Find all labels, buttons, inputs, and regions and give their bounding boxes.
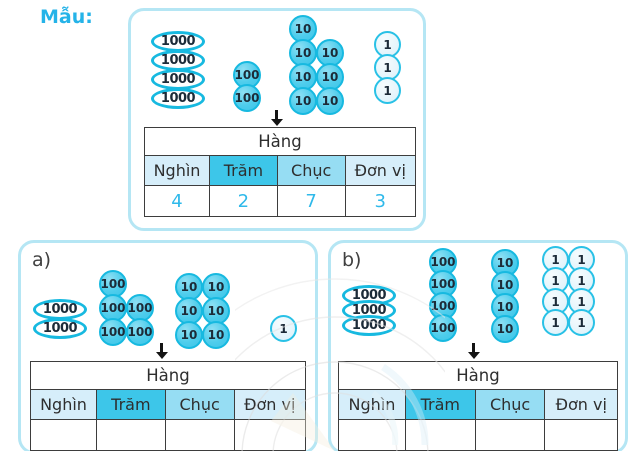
answer-cell-b-chuc[interactable] [474, 419, 546, 451]
col-header-tram: Trăm [209, 155, 278, 186]
col-header-nghin: Nghìn [143, 155, 211, 186]
answer-cell-a-don-vi[interactable] [233, 419, 306, 451]
token-10: 10 [202, 321, 230, 349]
place-value-table-example: Hàng Nghìn Trăm Chục Đơn vị 4 2 7 3 [143, 127, 417, 217]
token-100: 100 [99, 294, 127, 322]
table-title: Hàng [30, 361, 306, 390]
token-10: 10 [316, 63, 344, 91]
answer-cell-b-don-vi[interactable] [544, 419, 618, 451]
token-100: 100 [233, 61, 261, 89]
place-value-table-b: Hàng Nghìn Trăm Chục Đơn vị [338, 361, 618, 451]
col-header-nghin: Nghìn [30, 389, 97, 420]
token-group-ones: 1 [270, 315, 297, 342]
token-1000: 1000 [151, 50, 205, 71]
token-1: 1 [542, 309, 569, 336]
token-1: 1 [374, 77, 401, 104]
token-10: 10 [491, 315, 519, 343]
token-1: 1 [374, 31, 401, 58]
col-header-don-vi: Đơn vị [233, 389, 306, 420]
token-10: 10 [316, 39, 344, 67]
token-1000: 1000 [151, 69, 205, 90]
token-1000: 1000 [33, 299, 87, 320]
token-100: 100 [233, 84, 261, 112]
token-100: 100 [99, 318, 127, 346]
example-label: Mẫu: [40, 6, 93, 28]
answer-cell-a-tram[interactable] [96, 419, 166, 451]
col-header-don-vi: Đơn vị [544, 389, 618, 420]
col-header-don-vi: Đơn vị [344, 155, 417, 186]
value-cell-chuc: 7 [276, 185, 346, 217]
col-header-tram: Trăm [404, 389, 476, 420]
token-1: 1 [568, 309, 595, 336]
down-arrow-icon [270, 110, 283, 126]
col-header-nghin: Nghìn [338, 389, 406, 420]
value-cell-don-vi: 3 [344, 185, 417, 217]
token-100: 100 [99, 270, 127, 298]
value-cell-nghin: 4 [143, 185, 211, 217]
answer-cell-a-nghin[interactable] [30, 419, 97, 451]
value-cell-tram: 2 [209, 185, 278, 217]
down-arrow-icon [467, 343, 480, 359]
part-a-label: a) [32, 249, 52, 271]
token-10: 10 [202, 297, 230, 325]
token-10: 10 [175, 321, 203, 349]
token-10: 10 [316, 87, 344, 115]
answer-cell-b-nghin[interactable] [338, 419, 406, 451]
token-10: 10 [289, 39, 317, 67]
token-1000: 1000 [151, 31, 205, 52]
token-1000: 1000 [33, 318, 87, 339]
col-header-chuc: Chục [164, 389, 235, 420]
token-1: 1 [270, 315, 297, 342]
col-header-tram: Trăm [96, 389, 166, 420]
table-title: Hàng [144, 127, 416, 156]
col-header-chuc: Chục [276, 155, 346, 186]
token-1000: 1000 [342, 315, 396, 336]
token-1000: 1000 [151, 88, 205, 109]
token-10: 10 [175, 273, 203, 301]
token-100: 100 [126, 318, 154, 346]
part-b-label: b) [342, 249, 362, 271]
table-title: Hàng [338, 361, 618, 390]
col-header-chuc: Chục [474, 389, 546, 420]
token-100: 100 [429, 314, 457, 342]
answer-cell-b-tram[interactable] [404, 419, 476, 451]
down-arrow-icon [155, 343, 168, 359]
token-10: 10 [289, 87, 317, 115]
answer-cell-a-chuc[interactable] [164, 419, 235, 451]
place-value-table-a: Hàng Nghìn Trăm Chục Đơn vị [30, 361, 306, 451]
